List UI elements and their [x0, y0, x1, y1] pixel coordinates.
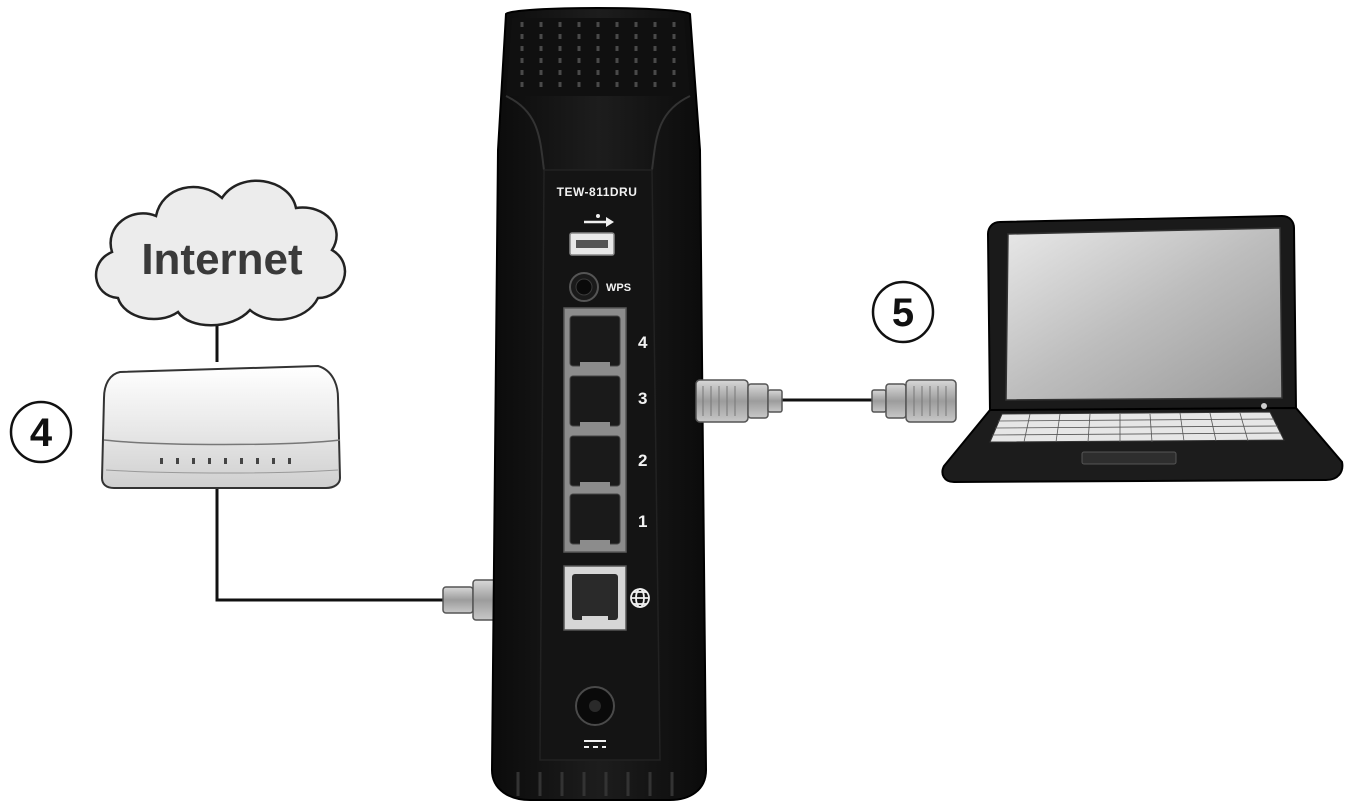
internet-cloud: Internet: [95, 179, 347, 327]
dc-power-icon: [584, 740, 606, 748]
modem-indicator-lights: [160, 458, 291, 464]
cloud-icon: [95, 179, 347, 327]
lan-port-label: 2: [638, 451, 647, 470]
lan-port-1: [569, 493, 621, 546]
ethernet-plug-icon: [871, 379, 957, 423]
step-badge-computer: 5: [871, 280, 935, 344]
lan-port-4: [569, 315, 621, 368]
wps-button: [569, 272, 599, 302]
lan-port-label: 1: [638, 512, 647, 531]
cable-modem-to-router: [215, 487, 445, 602]
lan-port-label: 4: [638, 333, 648, 352]
lan-port-block: 4 3 2 1: [563, 307, 648, 553]
globe-icon: [630, 588, 650, 608]
lan-port-label: 3: [638, 389, 647, 408]
step-number-computer: 5: [892, 291, 914, 335]
wps-label: WPS: [606, 282, 631, 294]
usb-port: [569, 232, 615, 256]
usb-icon: [584, 214, 614, 227]
router: TEW-811DRU WPS 4: [490, 7, 708, 801]
lan-port-3: [569, 375, 621, 428]
step-number-modem: 4: [30, 411, 53, 455]
wan-port: [563, 565, 627, 631]
router-bottom-vents: [516, 772, 674, 796]
cloud-label: Internet: [141, 235, 303, 284]
laptop-icon: [941, 214, 1344, 484]
laptop: [941, 214, 1344, 484]
step-badge-modem: 4: [9, 400, 73, 464]
modem: [100, 364, 342, 489]
modem-icon: [100, 364, 342, 489]
power-jack-icon: [575, 686, 615, 726]
laptop-keyboard-keys: [991, 412, 1282, 443]
router-model-label: TEW-811DRU: [557, 185, 638, 199]
ethernet-plug-icon: [695, 379, 783, 423]
lan-port-2: [569, 435, 621, 488]
